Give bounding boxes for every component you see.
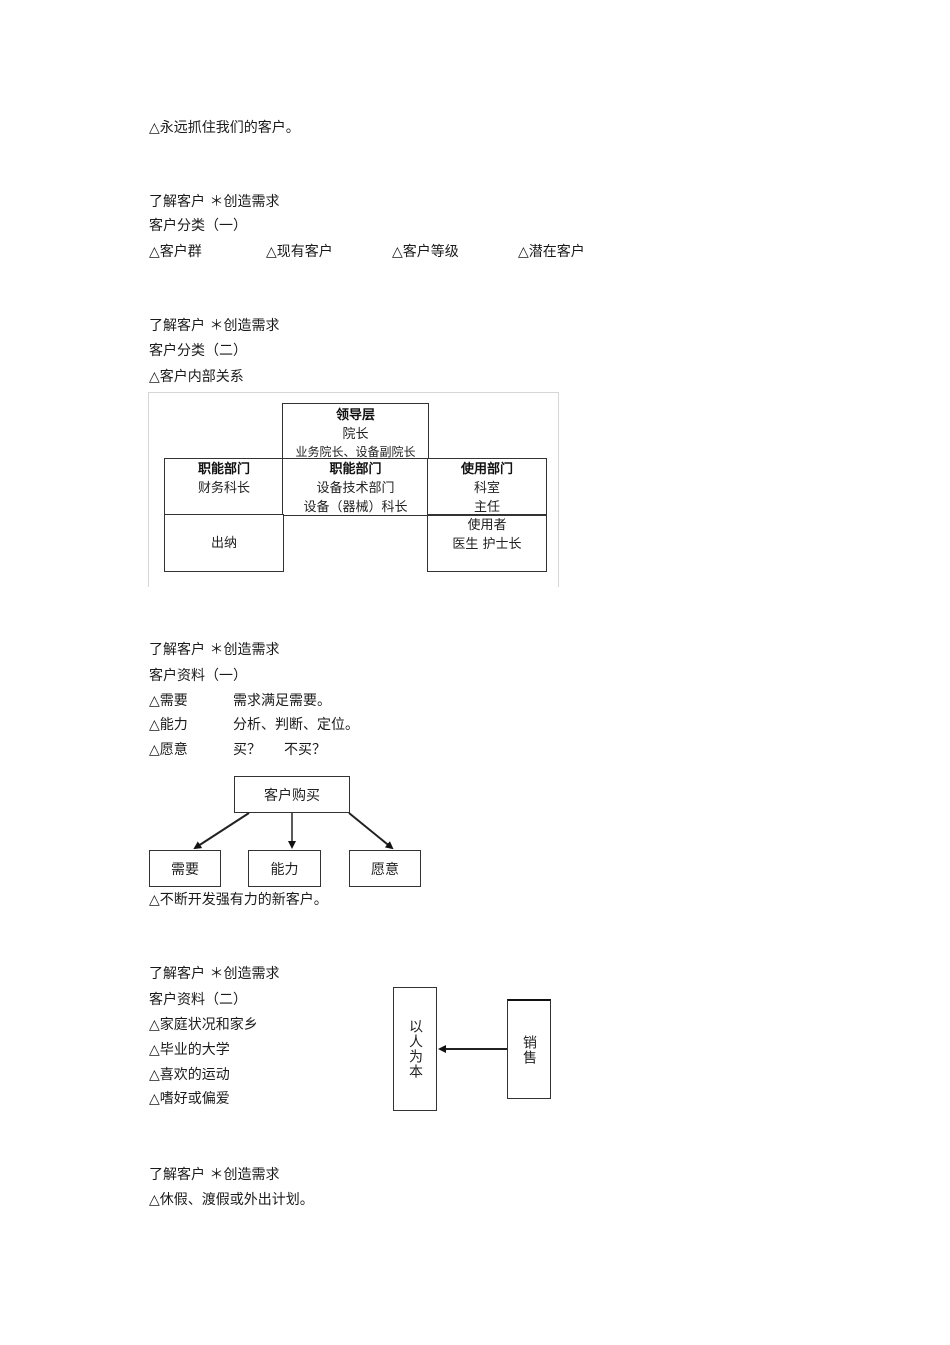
diagram-child-label: 需要 xyxy=(171,861,199,878)
org-box-line: 院长 xyxy=(342,427,369,442)
org-box-users: 使用者 医生 护士长 xyxy=(427,514,547,572)
diagram-box-label: 销售 xyxy=(521,1034,537,1065)
list-item: △嗜好或偏爱 xyxy=(149,1091,230,1107)
section-heading: 了解客户 ＊创造需求 xyxy=(149,194,280,210)
diagram-child-label: 愿意 xyxy=(371,861,399,878)
org-box-title: 领导层 xyxy=(335,408,375,423)
org-box-title: 使用部门 xyxy=(460,462,513,477)
intro-line: △永远抓住我们的客户。 xyxy=(149,120,300,136)
org-box-title: 使用者 xyxy=(467,518,507,533)
diagram-child-label: 能力 xyxy=(270,861,299,878)
org-box-title: 职能部门 xyxy=(329,462,382,477)
section-heading: 了解客户 ＊创造需求 xyxy=(149,318,280,334)
section-subheading: 客户分类（二） xyxy=(149,343,247,359)
diagram-root-label: 客户购买 xyxy=(264,787,320,804)
section-heading: 了解客户 ＊创造需求 xyxy=(149,642,280,658)
list-item: △客户内部关系 xyxy=(149,369,244,385)
diagram-child-box: 能力 xyxy=(248,850,321,887)
section-subheading: 客户资料（二） xyxy=(149,992,247,1008)
org-box-line: 业务院长、设备副院长 xyxy=(295,445,416,459)
org-box-line: 主任 xyxy=(473,500,500,515)
profile-label: △愿意 xyxy=(149,742,188,758)
profile-value: 需求满足需要。 xyxy=(233,693,331,709)
category-item: △现有客户 xyxy=(266,244,333,260)
org-box-line: 出纳 xyxy=(210,535,237,551)
category-item: △潜在客户 xyxy=(518,244,585,260)
org-box-user-department: 使用部门 科室 主任 xyxy=(427,458,547,516)
category-item: △客户等级 xyxy=(392,244,459,260)
section-heading: 了解客户 ＊创造需求 xyxy=(149,1167,280,1183)
diagram-root-box: 客户购买 xyxy=(234,776,350,813)
org-box-title: 职能部门 xyxy=(197,462,250,477)
org-box-line: 财务科长 xyxy=(197,481,250,496)
list-item: △不断开发强有力的新客户。 xyxy=(149,892,328,908)
section-subheading: 客户分类（一） xyxy=(149,218,247,234)
profile-value: 不买？ xyxy=(284,742,326,758)
profile-value: 买？ xyxy=(233,742,261,758)
org-box-line: 医生 护士长 xyxy=(452,537,522,552)
diagram-child-box: 需要 xyxy=(149,850,221,887)
list-item: △休假、渡假或外出计划。 xyxy=(149,1192,314,1208)
org-box-cashier: 出纳 xyxy=(164,514,284,572)
org-box-leadership: 领导层 院长 业务院长、设备副院长 xyxy=(282,403,429,459)
profile-label: △需要 xyxy=(149,693,188,709)
diagram-box-sales: 销售 xyxy=(507,999,551,1099)
org-box-line: 设备（器械）科长 xyxy=(303,500,408,515)
list-item: △毕业的大学 xyxy=(149,1042,230,1058)
org-chart-frame xyxy=(148,392,559,587)
org-box-line: 科室 xyxy=(473,481,500,496)
section-subheading: 客户资料（一） xyxy=(149,668,247,684)
profile-label: △能力 xyxy=(149,717,188,733)
category-item: △客户群 xyxy=(149,244,202,260)
section-heading: 了解客户 ＊创造需求 xyxy=(149,966,280,982)
diagram-box-people-first: 以人为本 xyxy=(393,987,437,1111)
diagram-box-label: 以人为本 xyxy=(407,1019,423,1079)
org-box-line: 设备技术部门 xyxy=(316,481,395,496)
profile-value: 分析、判断、定位。 xyxy=(233,717,359,733)
list-item: △家庭状况和家乡 xyxy=(149,1017,258,1033)
diagram-child-box: 愿意 xyxy=(349,850,421,887)
list-item: △喜欢的运动 xyxy=(149,1067,230,1083)
